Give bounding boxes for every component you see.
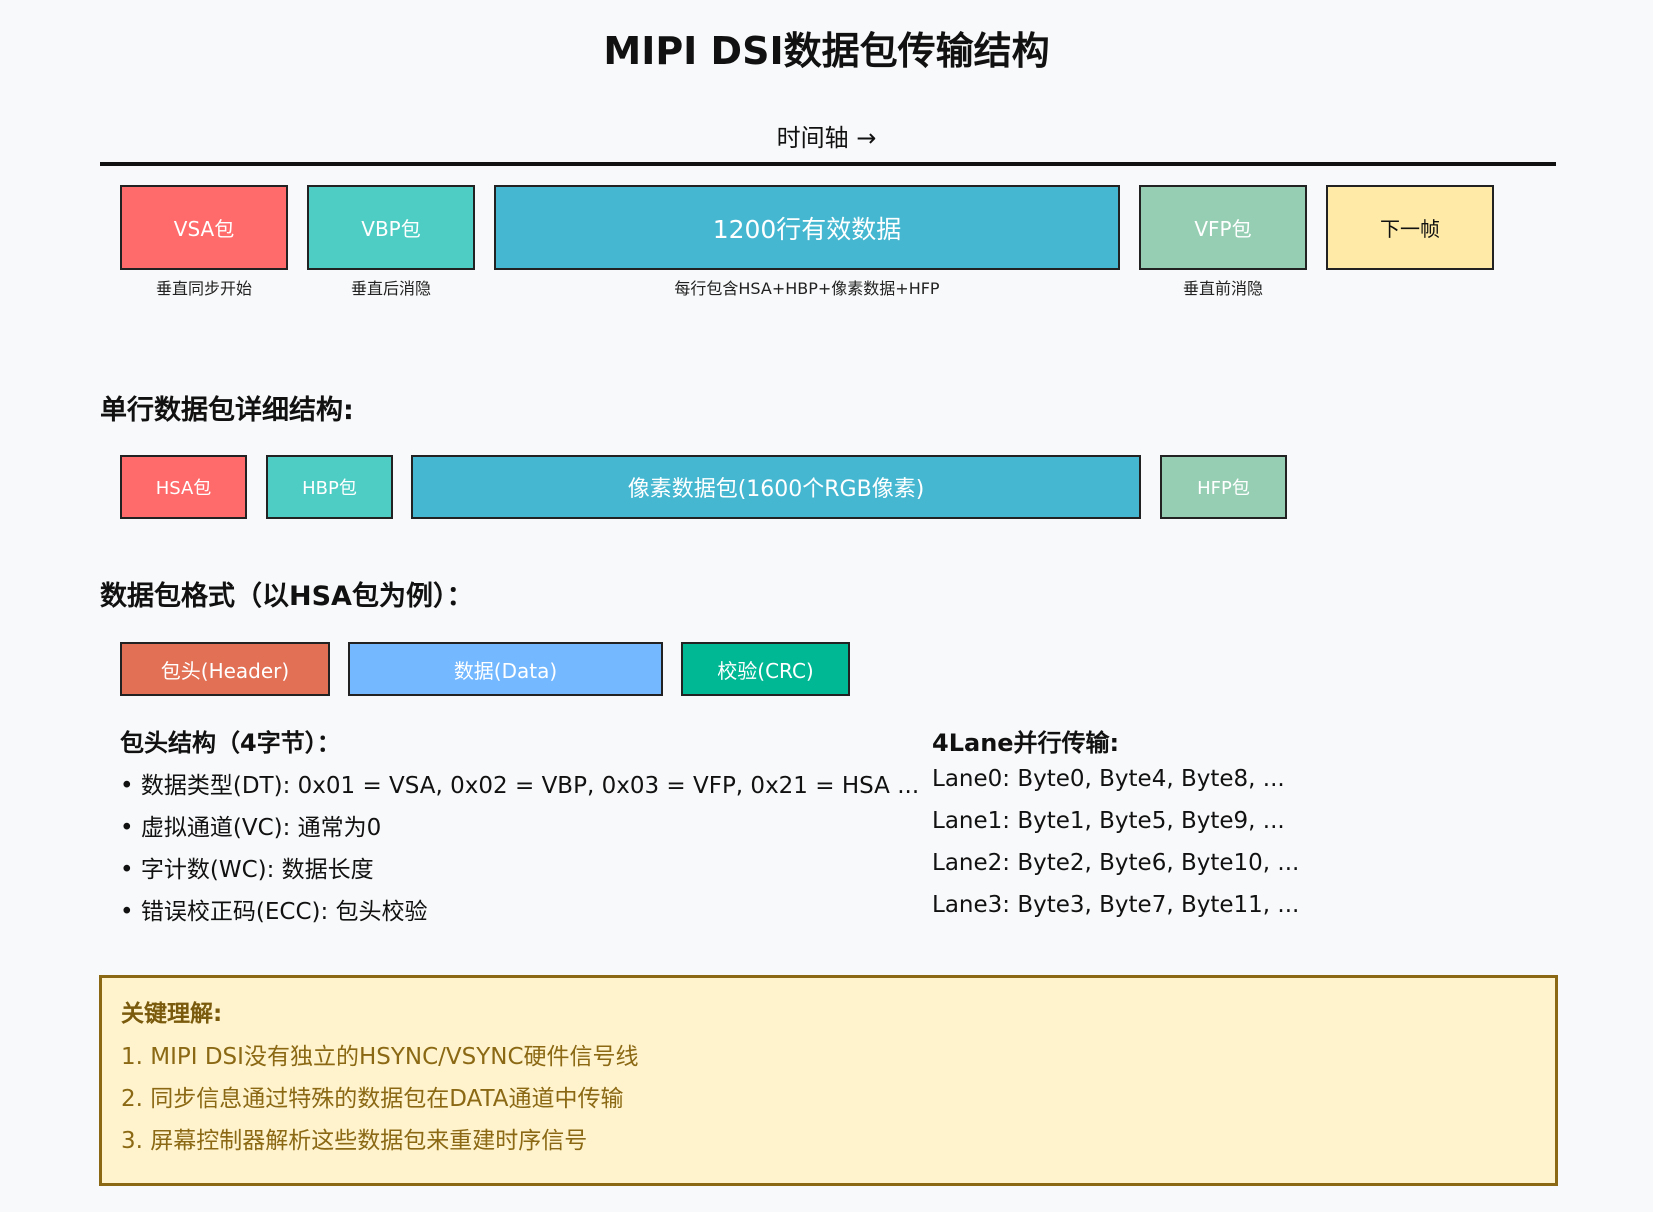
packet-vfp: VFP包 bbox=[1139, 185, 1307, 270]
format-section-title: 数据包格式（以HSA包为例）： bbox=[100, 581, 474, 612]
packet-active-lines: 1200行有效数据 bbox=[494, 185, 1120, 270]
format-header-label: 包头(Header) bbox=[160, 658, 290, 683]
packet-next-frame: 下一帧 bbox=[1326, 185, 1494, 270]
format-data: 数据(Data) bbox=[348, 642, 663, 696]
header-structure-item: • 字计数(WC): 数据长度 bbox=[120, 857, 374, 883]
packet-pixel-data: 像素数据包(1600个RGB像素) bbox=[411, 455, 1141, 519]
lane-transfer-item: Lane1: Byte1, Byte5, Byte9, ... bbox=[932, 808, 1285, 834]
key-understanding-title: 关键理解: bbox=[121, 1001, 223, 1027]
packet-vbp-label: VBP包 bbox=[361, 217, 421, 241]
format-crc: 校验(CRC) bbox=[681, 642, 850, 696]
packet-hbp-label: HBP包 bbox=[302, 478, 357, 499]
header-structure-item: • 错误校正码(ECC): 包头校验 bbox=[120, 899, 428, 925]
packet-hfp: HFP包 bbox=[1160, 455, 1287, 519]
lane-transfer-title: 4Lane并行传输: bbox=[932, 729, 1120, 757]
timeline-label: 时间轴 → bbox=[776, 124, 877, 152]
line-section-title: 单行数据包详细结构: bbox=[100, 395, 354, 426]
lane-transfer-item: Lane0: Byte0, Byte4, Byte8, ... bbox=[932, 766, 1285, 792]
packet-vfp-label: VFP包 bbox=[1194, 217, 1252, 241]
format-header: 包头(Header) bbox=[120, 642, 330, 696]
packet-hbp: HBP包 bbox=[266, 455, 393, 519]
packet-vsa: VSA包 bbox=[120, 185, 288, 270]
header-structure-item: • 数据类型(DT): 0x01 = VSA, 0x02 = VBP, 0x03… bbox=[120, 773, 920, 799]
format-crc-label: 校验(CRC) bbox=[717, 658, 814, 683]
packet-vsa-label: VSA包 bbox=[173, 217, 235, 241]
page-title: MIPI DSI数据包传输结构 bbox=[603, 29, 1050, 73]
packet-next-frame-label: 下一帧 bbox=[1380, 217, 1440, 241]
header-structure-item: • 虚拟通道(VC): 通常为0 bbox=[120, 815, 382, 841]
key-understanding-box: 关键理解: 1. MIPI DSI没有独立的HSYNC/VSYNC硬件信号线 2… bbox=[99, 975, 1558, 1186]
packet-vfp-caption: 垂直前消隐 bbox=[1182, 279, 1263, 298]
packet-pixel-data-label: 像素数据包(1600个RGB像素) bbox=[627, 477, 925, 502]
packet-hfp-label: HFP包 bbox=[1197, 478, 1250, 499]
key-understanding-item: 1. MIPI DSI没有独立的HSYNC/VSYNC硬件信号线 bbox=[121, 1044, 639, 1070]
lane-transfer-item: Lane2: Byte2, Byte6, Byte10, ... bbox=[932, 850, 1300, 876]
packet-vbp-caption: 垂直后消隐 bbox=[350, 279, 431, 298]
key-understanding-item: 3. 屏幕控制器解析这些数据包来重建时序信号 bbox=[121, 1128, 588, 1154]
packet-active-lines-caption: 每行包含HSA+HBP+像素数据+HFP bbox=[674, 279, 940, 298]
packet-active-lines-label: 1200行有效数据 bbox=[712, 214, 902, 244]
lane-transfer-item: Lane3: Byte3, Byte7, Byte11, ... bbox=[932, 892, 1300, 918]
packet-vbp: VBP包 bbox=[307, 185, 475, 270]
format-data-label: 数据(Data) bbox=[453, 658, 558, 683]
packet-hsa: HSA包 bbox=[120, 455, 247, 519]
header-structure-title: 包头结构（4字节）： bbox=[120, 729, 341, 757]
packet-hsa-label: HSA包 bbox=[155, 478, 212, 499]
packet-vsa-caption: 垂直同步开始 bbox=[155, 279, 252, 298]
key-understanding-item: 2. 同步信息通过特殊的数据包在DATA通道中传输 bbox=[121, 1086, 624, 1112]
timeline-axis-line bbox=[100, 162, 1556, 166]
